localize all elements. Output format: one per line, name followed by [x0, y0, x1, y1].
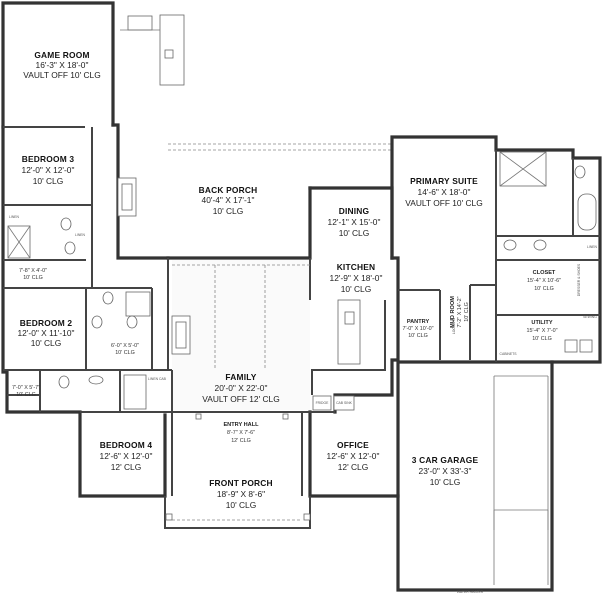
- dining-size: 12'-1" X 15'-0": [328, 217, 381, 227]
- family-size: 20'-0" X 22'-0": [215, 383, 268, 393]
- lockers-label: LOCKERS: [452, 317, 456, 334]
- mud-room-size: 7'-2" X 14'-2": [457, 296, 463, 327]
- office-name: OFFICE: [337, 440, 369, 450]
- hall-bath-ceiling: 10' CLG: [16, 392, 36, 398]
- fixture-labels: LINEN LINEN LINEN CAB LINEN SEWING DRESS…: [9, 215, 598, 594]
- family-floor: [172, 260, 310, 410]
- garage-size: 23'-0" X 33'-3": [419, 466, 472, 476]
- linen-label-1: LINEN: [9, 215, 20, 219]
- linen-cab-label: LINEN CAB: [148, 377, 167, 381]
- bedroom2-name: BEDROOM 2: [20, 318, 73, 328]
- bath2-size: 6'-0" X 5'-0": [111, 343, 139, 349]
- kitchen-ceiling: 10' CLG: [341, 284, 371, 294]
- bath3-ceiling: 10' CLG: [23, 275, 43, 281]
- primary-suite-name: PRIMARY SUITE: [410, 176, 478, 186]
- bedroom3-ceiling: 10' CLG: [33, 176, 63, 186]
- garage-name: 3 CAR GARAGE: [412, 455, 479, 465]
- primary-suite-size: 14'-6" X 18'-0": [418, 187, 471, 197]
- mud-room-ceiling: 10' CLG: [464, 302, 470, 322]
- bedroom4-name: BEDROOM 4: [100, 440, 153, 450]
- closet-size: 15'-4" X 10'-6": [527, 278, 561, 284]
- closet-ceiling: 10' CLG: [534, 286, 554, 292]
- mud-room-label: MUD ROOM 7'-2" X 14'-2" 10' CLG: [450, 296, 470, 328]
- kitchen-name: KITCHEN: [337, 262, 376, 272]
- pantry-ceiling: 10' CLG: [408, 333, 428, 339]
- linen-label-2: LINEN: [75, 233, 86, 237]
- cabinets-label: CABINETS: [500, 352, 518, 356]
- entry-hall-ceiling: 12' CLG: [231, 438, 251, 444]
- office-ceiling: 12' CLG: [338, 462, 368, 472]
- room-labels: GAME ROOM 16'-3" X 18'-0" VAULT OFF 10' …: [12, 50, 561, 510]
- utility-ceiling: 10' CLG: [532, 336, 552, 342]
- dining-ceiling: 10' CLG: [339, 228, 369, 238]
- fridge-label: FRIDGE: [316, 401, 330, 405]
- hall-bath-size: 7'-0" X 5'-7": [12, 385, 40, 391]
- entry-hall-name: ENTRY HALL: [223, 422, 259, 428]
- cab-sink-label: CAB SINK: [336, 401, 353, 405]
- back-porch-name: BACK PORCH: [199, 185, 258, 195]
- utility-name: UTILITY: [531, 320, 552, 326]
- garage-ceiling: 10' CLG: [430, 477, 460, 487]
- game-room-ceiling: VAULT OFF 10' CLG: [23, 70, 100, 80]
- back-porch-size: 40'-4" X 17'-1": [202, 195, 255, 205]
- game-room-name: GAME ROOM: [34, 50, 89, 60]
- bedroom3-size: 12'-0" X 12'-0": [22, 165, 75, 175]
- family-name: FAMILY: [225, 372, 256, 382]
- entry-hall-size: 8'-7" X 7'-6": [227, 430, 255, 436]
- fixtures: [7, 14, 597, 585]
- bedroom4-ceiling: 12' CLG: [111, 462, 141, 472]
- family-ceiling: VAULT OFF 12' CLG: [202, 394, 279, 404]
- linen-label-3: LINEN: [587, 245, 598, 249]
- dining-name: DINING: [339, 206, 370, 216]
- bedroom3-name: BEDROOM 3: [22, 154, 75, 164]
- bedroom2-size: 12'-0" X 11'-10": [18, 328, 75, 338]
- bath3-size: 7'-8" X 4'-0": [19, 268, 47, 274]
- sewing-label: SEWING: [583, 315, 597, 319]
- bedroom4-size: 12'-6" X 12'-0": [100, 451, 153, 461]
- front-porch-name: FRONT PORCH: [209, 478, 273, 488]
- primary-suite-ceiling: VAULT OFF 10' CLG: [405, 198, 482, 208]
- interior-walls: [3, 126, 600, 496]
- back-porch-ceiling: 10' CLG: [213, 206, 243, 216]
- game-room-size: 16'-3" X 18'-0": [36, 60, 89, 70]
- pantry-size: 7'-0" X 10'-0": [402, 326, 433, 332]
- utility-size: 15'-4" X 7'-0": [526, 328, 557, 334]
- closet-name: CLOSET: [533, 270, 556, 276]
- water-heater-label: WATER HEATER: [457, 590, 484, 594]
- office-size: 12'-6" X 12'-0": [327, 451, 380, 461]
- pantry-name: PANTRY: [407, 319, 430, 325]
- bedroom2-ceiling: 10' CLG: [31, 338, 61, 348]
- mud-room-name: MUD ROOM: [450, 296, 456, 328]
- bath2-ceiling: 10' CLG: [115, 350, 135, 356]
- front-porch-ceiling: 10' CLG: [226, 500, 256, 510]
- kitchen-size: 12'-9" X 18'-0": [330, 273, 383, 283]
- dresser-label: DRESSER & SHOES: [577, 263, 581, 296]
- front-porch-size: 18'-9" X 8'-6": [217, 489, 265, 499]
